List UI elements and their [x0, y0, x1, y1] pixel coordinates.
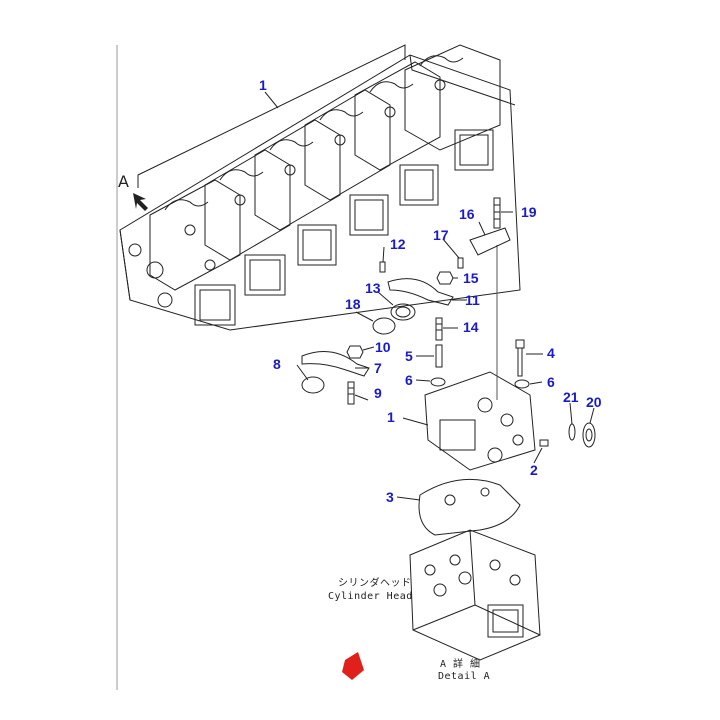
- callout-17: 17: [433, 227, 449, 243]
- callout-15: 15: [463, 270, 479, 286]
- view-label-a: A: [118, 172, 129, 191]
- head-gasket: [418, 478, 521, 536]
- detail-caption-en: Detail A: [438, 671, 491, 682]
- pin-17: [457, 257, 464, 269]
- callout-20: 20: [586, 394, 602, 410]
- callout-16: 16: [459, 206, 475, 222]
- callout-4: 4: [547, 345, 555, 361]
- bushing-13: [390, 303, 416, 321]
- bushing-18: [372, 317, 396, 335]
- callout-12: 12: [390, 236, 406, 252]
- engine-head-assembly: [119, 44, 521, 331]
- callout-1-detail: 1: [387, 409, 395, 425]
- rocker-shaft-16: [469, 227, 511, 256]
- bolt-19: [493, 197, 501, 229]
- view-arrow-a: [133, 193, 148, 211]
- callout-6-left: 6: [405, 372, 413, 388]
- callout-19: 19: [521, 204, 537, 220]
- callout-14: 14: [463, 319, 479, 335]
- callout-10: 10: [375, 339, 391, 355]
- bushing-8: [301, 376, 325, 394]
- callout-8: 8: [273, 356, 281, 372]
- nut-15: [436, 271, 454, 285]
- callout-11: 11: [465, 292, 480, 308]
- bolt-4: [515, 339, 525, 377]
- callout-13: 13: [365, 280, 381, 296]
- callout-2: 2: [530, 462, 538, 478]
- stud-14: [435, 317, 443, 341]
- red-marker: [342, 652, 364, 680]
- detail-cylinder-head: [424, 371, 536, 471]
- cylinder-head-caption-jp: シリンダヘッド: [338, 578, 412, 589]
- stud-9: [347, 381, 355, 405]
- rocker-arm-7: [301, 351, 370, 377]
- callout-18: 18: [345, 296, 361, 312]
- callout-5: 5: [405, 348, 413, 364]
- callout-1-assembly: 1: [259, 77, 267, 93]
- callout-9: 9: [374, 385, 382, 401]
- callout-6-right: 6: [547, 374, 555, 390]
- callout-7: 7: [374, 360, 382, 376]
- rocker-arm-11: [387, 278, 454, 306]
- cylinder-head-caption-en: Cylinder Head: [328, 591, 413, 602]
- callout-3: 3: [386, 489, 394, 505]
- callout-21: 21: [563, 389, 579, 405]
- cylinder-head-block: [409, 529, 541, 661]
- detail-caption-jp: A 詳 細: [440, 659, 481, 670]
